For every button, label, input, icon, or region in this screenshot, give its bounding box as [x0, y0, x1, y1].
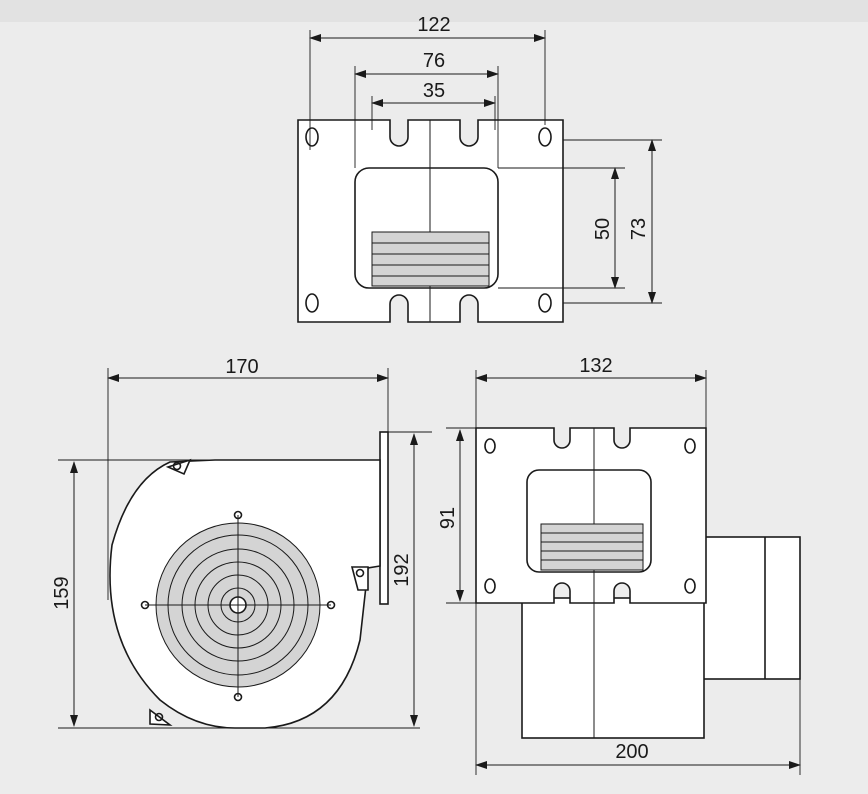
- top-shade: [0, 0, 868, 22]
- top-view-mount-holes: [305, 127, 552, 313]
- front-view-mount-holes: [484, 438, 696, 594]
- side-view: 170 159 192: [51, 356, 432, 729]
- dim-73-label: 73: [628, 218, 650, 240]
- dim-132-label: 132: [579, 355, 612, 377]
- dim-200-label: 200: [615, 741, 648, 763]
- dim-170-label: 170: [225, 356, 258, 378]
- top-view-grille: [371, 231, 490, 287]
- front-view: 132 91 200: [437, 355, 801, 775]
- dim-76-label: 76: [423, 50, 445, 72]
- dim-159-label: 159: [51, 576, 73, 609]
- dim-35-label: 35: [423, 80, 445, 102]
- side-view-ear-bottom: [149, 708, 173, 726]
- top-view: 122 76 35 50 73: [297, 14, 662, 323]
- front-view-housing: [521, 597, 705, 739]
- dim-192-label: 192: [391, 553, 413, 586]
- front-view-motor: [699, 536, 801, 680]
- side-view-intake-grille: [140, 510, 336, 702]
- side-view-flange: [379, 431, 389, 605]
- front-view-grille: [540, 523, 644, 571]
- dim-50-label: 50: [592, 218, 614, 240]
- dim-122-label: 122: [417, 14, 450, 36]
- dim-91-label: 91: [437, 507, 459, 529]
